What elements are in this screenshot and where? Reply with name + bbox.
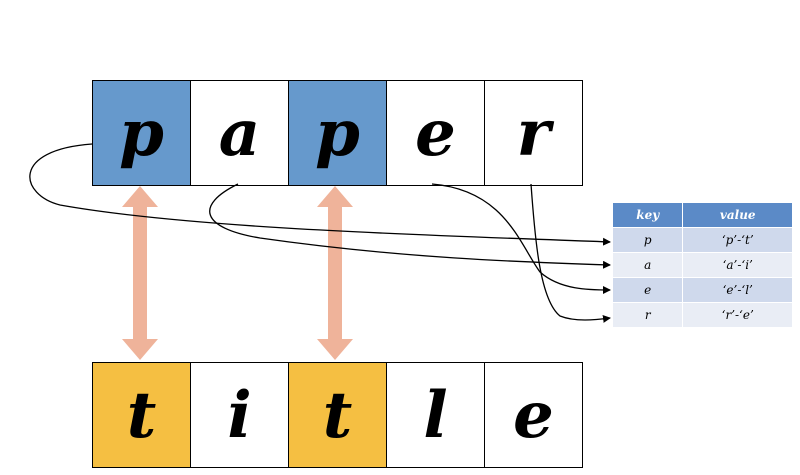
key-cell: r (613, 302, 684, 327)
top-letter-cell: p (288, 80, 387, 186)
bottom-letter-cell: t (288, 362, 387, 468)
table-row: p ‘p’-‘t’ (613, 227, 793, 253)
connector-r (530, 183, 611, 323)
bottom-letter-cell: t (92, 362, 191, 468)
bottom-letter-cell: i (190, 362, 289, 468)
connector-a (209, 183, 611, 269)
key-cell: e (613, 277, 684, 303)
key-header: key (613, 203, 684, 228)
table-header-row: key value (613, 203, 793, 228)
table-row: a ‘a’-‘i’ (613, 252, 793, 278)
top-letter-cell: r (484, 80, 583, 186)
bottom-word-row: t i t l e (92, 362, 583, 468)
bottom-letter-cell: e (484, 362, 583, 468)
value-cell: ‘e’-‘l’ (682, 277, 793, 303)
connector-p (29, 143, 611, 246)
top-letter-cell: a (190, 80, 289, 186)
table-row: e ‘e’-‘l’ (613, 277, 793, 303)
connector-e (431, 183, 611, 294)
match-arrow-1 (122, 186, 158, 360)
bottom-letter-cell: l (386, 362, 485, 468)
key-cell: a (613, 252, 684, 278)
match-arrow-2 (317, 186, 353, 360)
value-cell: ‘r’-‘e’ (682, 302, 793, 327)
value-cell: ‘a’-‘i’ (682, 252, 793, 278)
top-word-row: p a p e r (92, 80, 583, 186)
table-row: r ‘r’-‘e’ (613, 302, 793, 327)
char-map-table: key value p ‘p’-‘t’ a ‘a’-‘i’ e ‘e’-‘l’ … (613, 203, 793, 327)
top-letter-cell: p (92, 80, 191, 186)
value-cell: ‘p’-‘t’ (682, 227, 793, 253)
value-header: value (682, 203, 793, 228)
key-cell: p (613, 227, 684, 253)
